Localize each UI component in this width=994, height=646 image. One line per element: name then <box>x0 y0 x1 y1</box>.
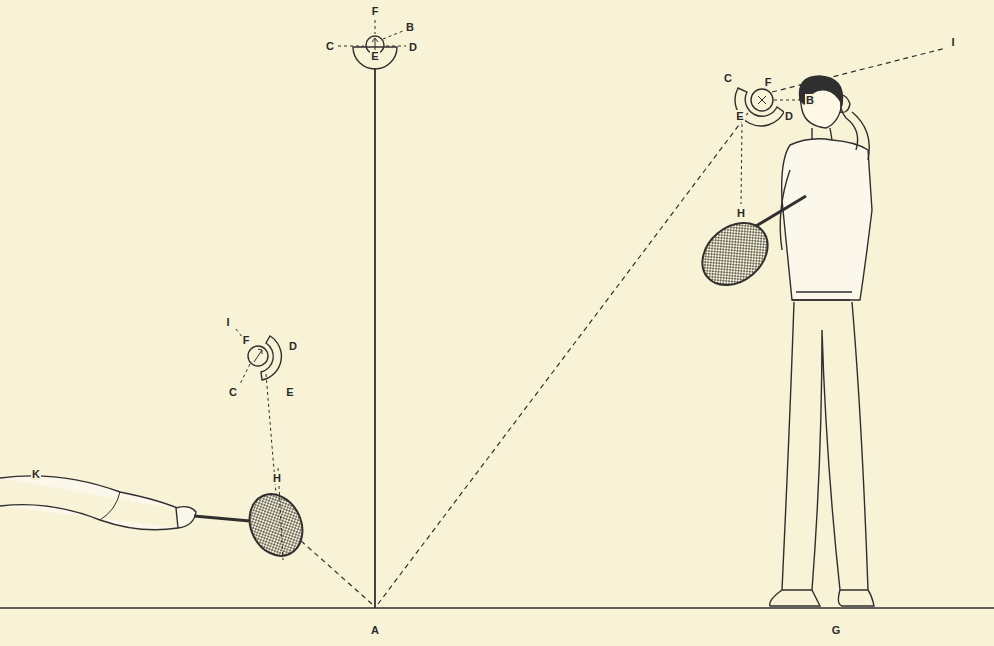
letter-label: I <box>950 36 955 48</box>
letter-label: F <box>371 5 380 17</box>
letter-label: E <box>370 50 379 62</box>
letter-label: K <box>31 468 41 480</box>
letter-label: C <box>325 40 335 52</box>
letter-label: D <box>288 340 298 352</box>
letter-label: B <box>805 94 815 106</box>
point-label: G <box>831 624 842 636</box>
left-arm <box>0 476 196 530</box>
top-ball <box>338 20 406 69</box>
letter-label: F <box>764 76 773 88</box>
letter-label: C <box>228 386 238 398</box>
letter-label: E <box>285 386 294 398</box>
letter-label: B <box>405 21 415 33</box>
ground-line <box>0 607 994 609</box>
left-ball <box>236 329 283 560</box>
player-figure <box>770 76 874 606</box>
point-label: A <box>370 624 380 636</box>
ball-path <box>300 48 946 604</box>
letter-label: F <box>242 334 251 346</box>
letter-label: E <box>735 110 744 122</box>
letter-label: D <box>784 110 794 122</box>
letter-label: H <box>736 207 746 219</box>
left-racket <box>194 485 312 564</box>
right-racket <box>690 196 806 298</box>
letter-label: I <box>225 316 230 328</box>
letter-label: H <box>272 472 282 484</box>
vertical-line <box>374 68 376 608</box>
letter-label: D <box>408 41 418 53</box>
letter-label: C <box>723 72 733 84</box>
